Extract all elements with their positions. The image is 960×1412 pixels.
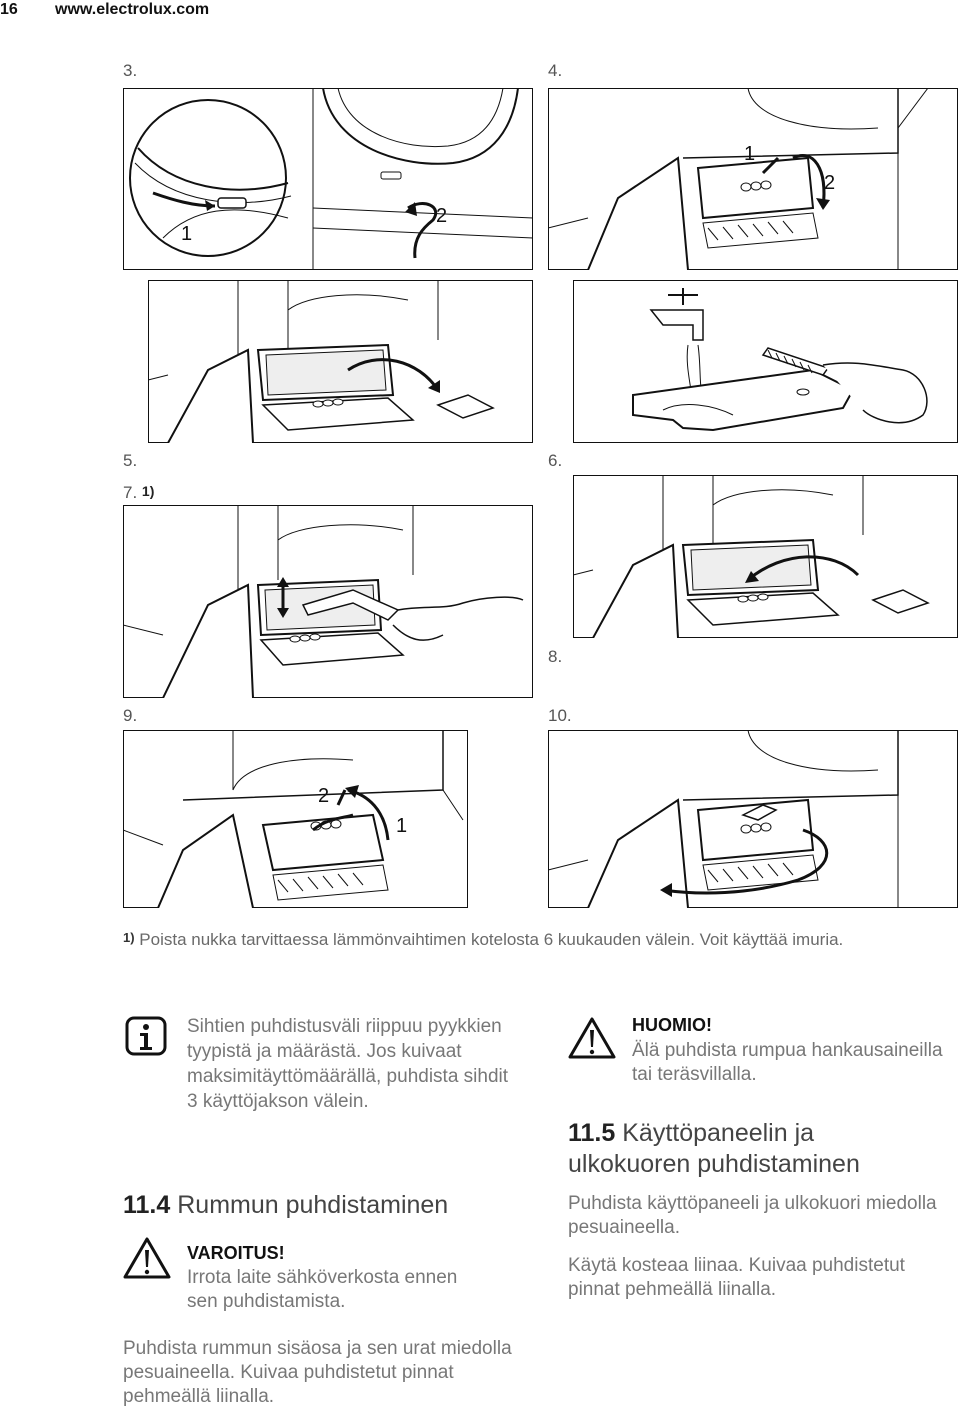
section-11-4-number: 11.4 [123, 1191, 171, 1219]
caution-warning-icon [567, 1015, 617, 1061]
figure-9-callout-1: 1 [396, 815, 408, 837]
section-11-4-heading: 11.4 Rummun puhdistaminen [123, 1190, 543, 1221]
step-5-label: 5. [123, 451, 138, 470]
site-url: www.electrolux.com [55, 1, 210, 18]
figure-3-callout-1: 1 [181, 223, 193, 245]
step-8-label: 8. [548, 647, 563, 666]
figure-3: 1 2 [123, 87, 534, 270]
step-3-label: 3. [123, 61, 138, 80]
info-icon [123, 1014, 171, 1060]
section-11-5-title-line1: Käyttöpaneelin ja [622, 1119, 815, 1147]
warning-text: Irrota laite sähköverkosta ennen sen puh… [187, 1267, 458, 1312]
step-6-label: 6. [548, 451, 563, 470]
figure-7 [122, 505, 533, 699]
section-11-4-body: Puhdista rummun sisäosa ja sen urat mied… [123, 1338, 512, 1407]
section-11-4-title: Rummun puhdistaminen [177, 1191, 449, 1219]
step-7-footnote-ref: 1) [141, 483, 155, 499]
figure-7-illustration [122, 505, 533, 699]
figure-6 [573, 280, 958, 443]
footnote: 1) Poista nukka tarvittaessa lämmönvaiht… [123, 929, 923, 951]
figure-10 [547, 729, 958, 909]
page-number: 16 [0, 1, 18, 18]
step-10-label: 10. [548, 706, 572, 725]
warning-title: VAROITUS! [187, 1243, 285, 1263]
figure-5 [147, 280, 533, 444]
figure-3-callout-2: 2 [436, 205, 448, 227]
warning-icon [122, 1235, 172, 1281]
figure-9-illustration [122, 730, 468, 909]
figure-4-callout-1: 1 [744, 143, 756, 165]
section-11-5-heading: 11.5 Käyttöpaneelin ja ulkokuoren puhdis… [568, 1118, 958, 1180]
section-11-5-para2: Käytä kosteaa liinaa. Kuivaa puhdistetut… [568, 1255, 905, 1300]
footnote-text: Poista nukka tarvittaessa lämmönvaihtime… [139, 930, 844, 949]
figure-9: 2 1 [122, 730, 468, 909]
figure-4-callout-2: 2 [824, 172, 836, 194]
figure-8 [572, 475, 958, 639]
figure-9-callout-2: 2 [318, 785, 330, 807]
caution-text: Älä puhdista rumpua hankausaineilla tai … [632, 1040, 943, 1085]
step-9-label: 9. [123, 706, 138, 725]
section-11-5-title-line2: ulkokuoren puhdistaminen [568, 1150, 860, 1178]
figure-3-illustration [123, 87, 534, 270]
footnote-marker: 1) [123, 930, 135, 945]
figure-6-illustration [573, 280, 958, 443]
figure-8-illustration [572, 475, 958, 639]
step-7-label: 7. 1) [123, 483, 155, 502]
step-4-label: 4. [548, 61, 563, 80]
section-11-5-number: 11.5 [568, 1119, 616, 1147]
figure-10-illustration [547, 729, 958, 909]
figure-5-illustration [147, 280, 533, 444]
figure-4: 1 2 [547, 87, 958, 271]
caution-title: HUOMIO! [632, 1015, 712, 1035]
info-note-text: Sihtien puhdistusväli riippuu pyykkien t… [187, 1016, 509, 1112]
figure-4-illustration [547, 87, 958, 271]
section-11-5-para1: Puhdista käyttöpaneeli ja ulkokuori mied… [568, 1193, 937, 1238]
